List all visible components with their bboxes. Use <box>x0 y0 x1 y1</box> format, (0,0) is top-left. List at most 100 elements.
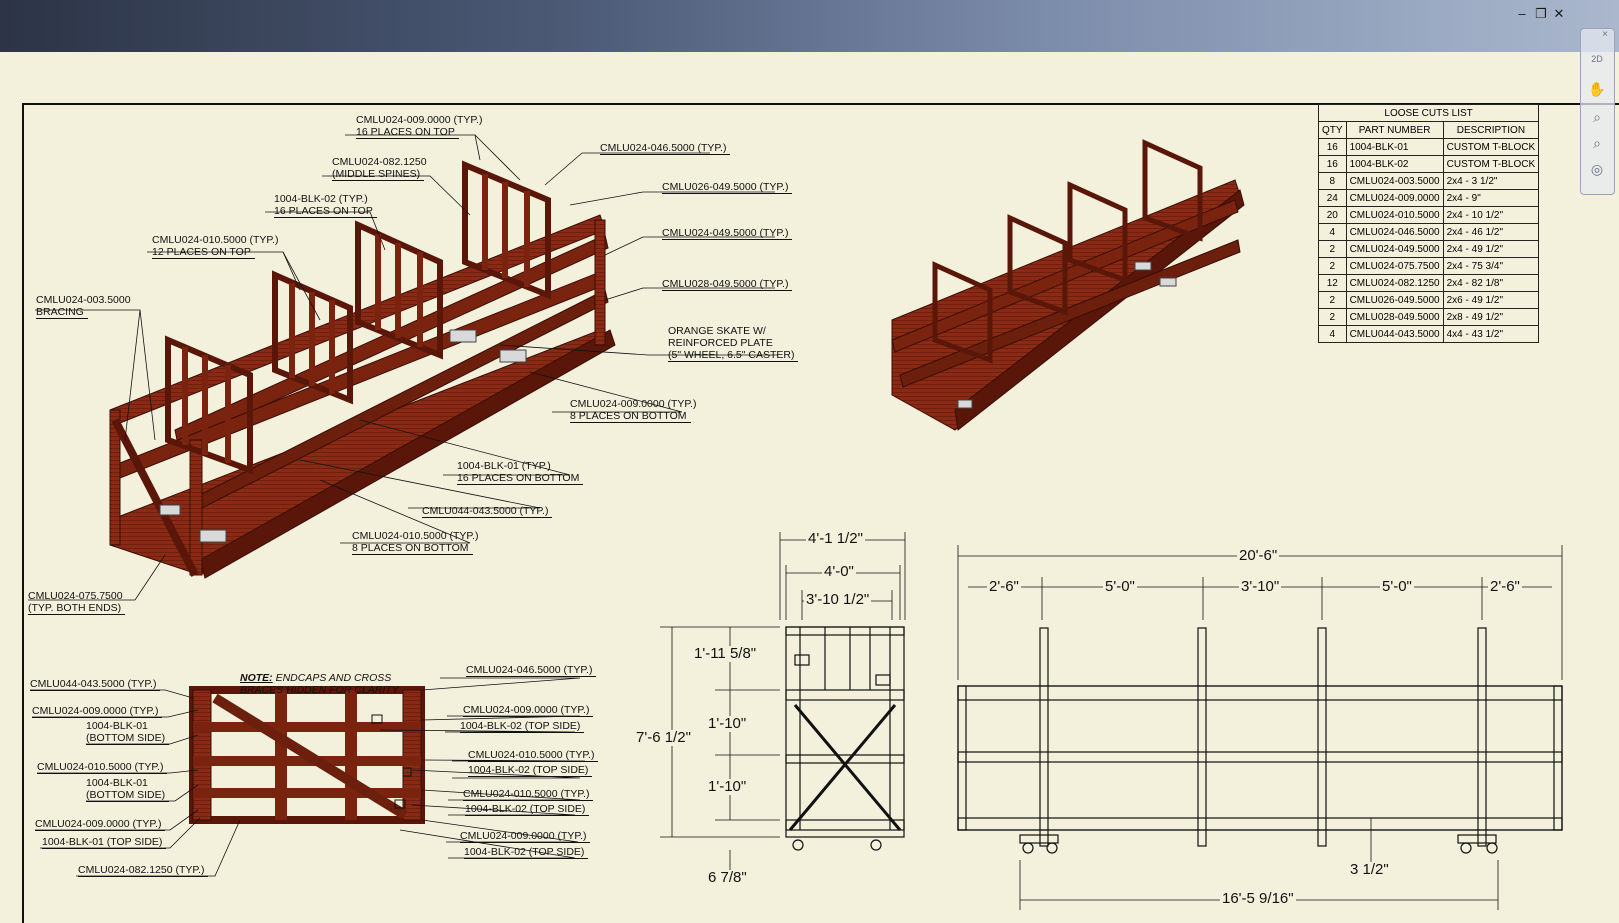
zoom-icon[interactable]: ⌕ <box>1593 109 1601 125</box>
callout-cmlu028-049: CMLU028-049.5000 (TYP.) <box>662 278 793 291</box>
callout-cmlu024-082: CMLU024-082.1250 <box>332 156 427 168</box>
cell-part-number: CMLU024-010.5000 <box>1345 206 1444 224</box>
cell-qty: 2 <box>1318 240 1347 258</box>
tv-callout-1004-blk-01-top: 1004-BLK-01 (TOP SIDE) <box>42 836 167 849</box>
col-header-description: DESCRIPTION <box>1442 121 1540 139</box>
col-header-qty: QTY <box>1318 121 1347 139</box>
pan-hand-icon[interactable]: ✋ <box>1588 81 1606 97</box>
cell-qty: 20 <box>1318 206 1347 224</box>
cell-part-number: CMLU024-009.0000 <box>1345 189 1444 207</box>
cell-description: 2x4 - 75 3/4" <box>1442 257 1540 275</box>
cell-qty: 16 <box>1318 155 1347 173</box>
tv-callout-1004-blk-02-b: 1004-BLK-02 (TOP SIDE) <box>468 764 593 777</box>
cell-description: 2x4 - 3 1/2" <box>1442 172 1540 190</box>
cell-description: 2x4 - 46 1/2" <box>1442 223 1540 241</box>
callout-cmlu044-043: CMLU044-043.5000 (TYP.) <box>422 505 553 518</box>
tv-callout-bottom-side-a: (BOTTOM SIDE) <box>86 732 170 745</box>
cell-part-number: CMLU044-043.5000 <box>1345 325 1444 343</box>
isometric-view-main <box>109 160 616 579</box>
cell-qty: 8 <box>1318 172 1347 190</box>
col-header-part-number: PART NUMBER <box>1345 121 1444 139</box>
callout-cmlu024-009-top: CMLU024-009.0000 (TYP.) <box>356 114 483 126</box>
cell-part-number: CMLU024-003.5000 <box>1345 172 1444 190</box>
dim-2-6-right: 2'-6" <box>1488 578 1522 595</box>
cell-part-number: CMLU024-075.7500 <box>1345 257 1444 275</box>
isometric-view-small <box>891 139 1245 431</box>
tv-callout-cmlu024-009-a: CMLU024-009.0000 (TYP.) <box>32 705 163 718</box>
close-button[interactable]: ✕ <box>1553 6 1565 21</box>
cell-description: 2x4 - 10 1/2" <box>1442 206 1540 224</box>
restore-button[interactable]: ❐ <box>1535 6 1547 21</box>
tv-callout-cmlu024-010: CMLU024-010.5000 (TYP.) <box>37 761 168 774</box>
note-label: NOTE: <box>240 672 273 684</box>
callout-8-places-bottom: 8 PLACES ON BOTTOM <box>570 410 691 423</box>
dim-3-10: 3'-10" <box>1239 578 1282 595</box>
callout-cmlu024-010-bottom: CMLU024-010.5000 (TYP.) <box>352 530 479 542</box>
cuts-list-title: LOOSE CUTS LIST <box>1317 104 1540 122</box>
callout-wheel-caster: (5" WHEEL, 6.5" CASTER) <box>668 349 799 362</box>
dim-6-7-8: 6 7/8" <box>706 869 749 886</box>
dim-7-6-1-2: 7'-6 1/2" <box>634 729 693 746</box>
callout-12-places-top: 12 PLACES ON TOP <box>152 246 255 259</box>
side-view <box>957 627 1563 854</box>
dim-16-5-9-16: 16'-5 9/16" <box>1220 890 1296 907</box>
top-view-note: NOTE: ENDCAPS AND CROSS BRACES HIDDEN FO… <box>240 672 399 696</box>
cell-qty: 4 <box>1318 223 1347 241</box>
dim-3-10-1-2: 3'-10 1/2" <box>804 591 872 608</box>
callout-middle-spines: (MIDDLE SPINES) <box>332 168 425 181</box>
cell-description: 2x4 - 82 1/8" <box>1442 274 1540 292</box>
callout-cmlu024-049: CMLU024-049.5000 (TYP.) <box>662 227 793 240</box>
cell-qty: 16 <box>1318 138 1347 156</box>
callout-16-places-top: 16 PLACES ON TOP <box>356 126 459 139</box>
cell-part-number: CMLU026-049.5000 <box>1345 291 1444 309</box>
cell-part-number: CMLU024-046.5000 <box>1345 223 1444 241</box>
tv-callout-bottom-side-b: (BOTTOM SIDE) <box>86 789 170 802</box>
note-line-1: ENDCAPS AND CROSS <box>275 672 392 684</box>
dim-1-10-a: 1'-10" <box>706 715 749 732</box>
navbar-close-icon[interactable]: × <box>1602 29 1608 40</box>
cell-description: CUSTOM T-BLOCK <box>1442 155 1540 173</box>
cell-description: 2x4 - 9" <box>1442 189 1540 207</box>
navigation-bar: × 2D ✋ ⌕ ⌕ ◎ <box>1580 28 1615 195</box>
callout-cmlu024-046: CMLU024-046.5000 (TYP.) <box>600 142 731 155</box>
tv-callout-cmlu044-043: CMLU044-043.5000 (TYP.) <box>30 678 161 691</box>
callout-cmlu024-003: CMLU024-003.5000 <box>36 294 131 306</box>
callout-both-ends: (TYP. BOTH ENDS) <box>28 602 126 615</box>
minimize-button[interactable]: – <box>1518 6 1526 21</box>
callout-orange-skate: ORANGE SKATE W/ <box>668 325 766 337</box>
orbit-icon[interactable]: ◎ <box>1590 161 1604 177</box>
cell-qty: 2 <box>1318 291 1347 309</box>
end-view-dimension-lines <box>660 532 906 870</box>
full-navigation-wheel-icon[interactable]: 2D <box>1591 54 1603 64</box>
tv-callout-1004-blk-02-d: 1004-BLK-02 (TOP SIDE) <box>464 846 589 859</box>
zoom-window-icon[interactable]: ⌕ <box>1593 135 1601 151</box>
callout-16-places-bottom: 16 PLACES ON BOTTOM <box>457 472 584 485</box>
cell-qty: 4 <box>1318 325 1347 343</box>
dim-20-6: 20'-6" <box>1237 547 1280 564</box>
cell-description: 2x6 - 49 1/2" <box>1442 291 1540 309</box>
callout-blk02-16-places: 16 PLACES ON TOP <box>274 205 377 218</box>
dim-4-1-1-2: 4'-1 1/2" <box>806 530 865 547</box>
window-title-bar <box>0 0 1619 52</box>
end-view <box>785 626 905 851</box>
callout-cmlu024-075: CMLU024-075.7500 <box>28 590 123 602</box>
cell-description: 4x4 - 43 1/2" <box>1442 325 1540 343</box>
dim-2-6-left: 2'-6" <box>987 578 1021 595</box>
cell-part-number: 1004-BLK-02 <box>1345 155 1444 173</box>
iso-leader-lines <box>28 134 778 601</box>
callout-reinforced-plate: REINFORCED PLATE <box>668 337 773 349</box>
drawing-sheet-border <box>22 103 1619 923</box>
tv-callout-cmlu024-046: CMLU024-046.5000 (TYP.) <box>466 664 597 677</box>
tv-callout-cmlu024-010-r2: CMLU024-010.5000 (TYP.) <box>463 788 594 801</box>
cell-part-number: CMLU028-049.5000 <box>1345 308 1444 326</box>
